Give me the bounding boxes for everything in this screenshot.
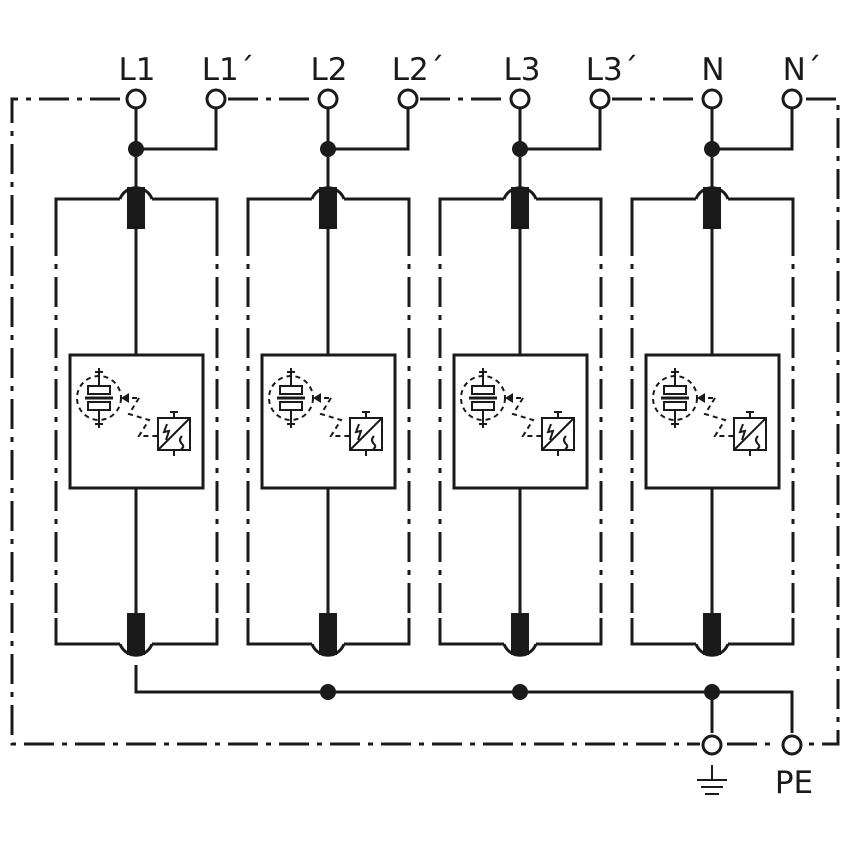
ground-bus xyxy=(134,665,803,756)
enclosure-outline xyxy=(10,97,840,746)
fuse-icon xyxy=(703,613,721,655)
terminal-circle-icon xyxy=(317,88,339,110)
terminal-label-l1: L1 xyxy=(119,52,156,88)
fuse-icon xyxy=(703,187,721,229)
terminal-circle-icon xyxy=(205,88,227,110)
thermal-disconnector-icon xyxy=(349,411,383,456)
bottom-contact xyxy=(118,643,154,657)
spark-gap-icon xyxy=(76,368,137,428)
junction-dot-icon xyxy=(320,684,336,700)
terminal-label-n-prime: N´ xyxy=(783,52,822,88)
fuse-icon xyxy=(511,187,529,229)
fuse-icon xyxy=(127,613,145,655)
terminal-circle-icon xyxy=(701,88,723,110)
terminal-label-l3: L3 xyxy=(504,52,541,88)
fuse-icon xyxy=(511,613,529,655)
earth-ground-icon xyxy=(697,765,727,795)
control-link xyxy=(127,397,157,437)
top-terminal-labels: L1 L1´ L2 L2´ L3 L3´ N N´ xyxy=(119,52,822,88)
terminal-label-pe: PE xyxy=(775,765,813,801)
terminal-label-l2: L2 xyxy=(311,52,348,88)
junction-dot-icon xyxy=(320,141,336,157)
terminal-circle-icon xyxy=(701,734,723,756)
module-l3 xyxy=(438,88,611,657)
terminal-label-l1-prime: L1´ xyxy=(202,52,255,88)
control-link xyxy=(319,397,349,437)
junction-dot-icon xyxy=(512,141,528,157)
thermal-disconnector-icon xyxy=(733,411,767,456)
bottom-contact xyxy=(694,643,730,657)
terminal-circle-icon xyxy=(781,88,803,110)
module-l2 xyxy=(246,88,419,657)
terminal-circle-icon xyxy=(125,88,147,110)
control-link xyxy=(703,397,733,437)
protection-modules xyxy=(54,88,803,657)
thermal-disconnector-icon xyxy=(157,411,191,456)
module-n xyxy=(630,88,803,657)
terminal-circle-icon xyxy=(781,734,803,756)
spark-gap-icon xyxy=(652,368,713,428)
junction-dot-icon xyxy=(128,141,144,157)
junction-dot-icon xyxy=(704,684,720,700)
bottom-contact xyxy=(310,643,346,657)
terminal-circle-icon xyxy=(397,88,419,110)
terminal-label-n: N xyxy=(701,52,724,88)
fuse-icon xyxy=(127,187,145,229)
spark-gap-icon xyxy=(460,368,521,428)
terminal-circle-icon xyxy=(589,88,611,110)
module-l1 xyxy=(54,88,227,657)
thermal-disconnector-icon xyxy=(541,411,575,456)
fuse-icon xyxy=(319,613,337,655)
junction-dot-icon xyxy=(704,141,720,157)
control-link xyxy=(511,397,541,437)
bottom-contact xyxy=(502,643,538,657)
terminal-circle-icon xyxy=(509,88,531,110)
spark-gap-icon xyxy=(268,368,329,428)
fuse-icon xyxy=(319,187,337,229)
terminal-label-l3-prime: L3´ xyxy=(586,52,639,88)
terminal-label-l2-prime: L2´ xyxy=(392,52,445,88)
junction-dot-icon xyxy=(512,684,528,700)
